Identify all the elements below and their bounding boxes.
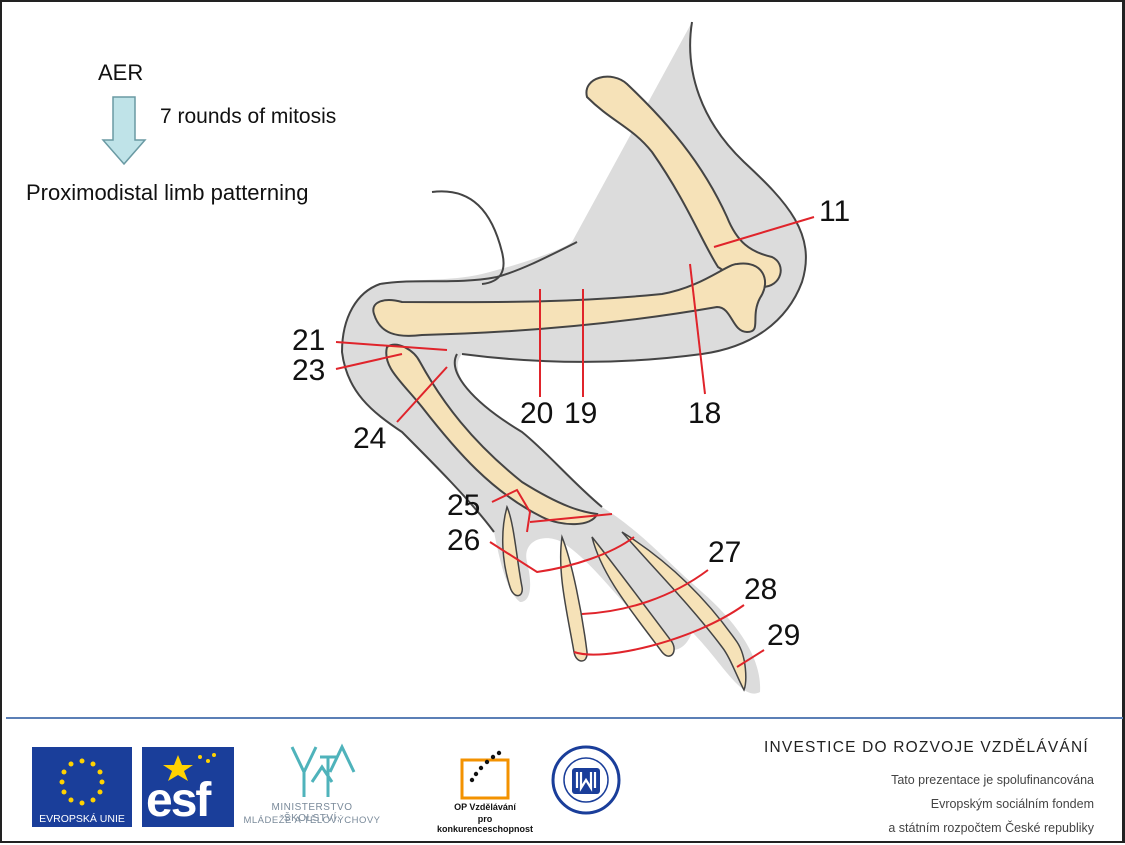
footer-divider (6, 717, 1123, 719)
stage-label-25: 25 (447, 489, 480, 523)
eu-text: EVROPSKÁ UNIE (32, 813, 132, 825)
esf-logo: esf (142, 747, 234, 827)
op-line1: OP Vzdělávání (430, 802, 540, 812)
msmt-line2: MLÁDEŽE A TĚLOVÝCHOVY (242, 815, 382, 826)
patterning-label: Proximodistal limb patterning (26, 180, 308, 206)
stage-label-28: 28 (744, 573, 777, 607)
stage-label-26: 26 (447, 524, 480, 558)
mitosis-label: 7 rounds of mitosis (160, 105, 336, 129)
stage-label-18: 18 (688, 397, 721, 431)
eu-flag-logo: EVROPSKÁ UNIE (32, 747, 132, 827)
footer-line-1: Tato prezentace je spolufinancována (891, 773, 1094, 787)
msmt-logo: MINISTERSTVO ŠKOLSTVÍ, MLÁDEŽE A TĚLOVÝC… (242, 742, 382, 830)
footer-line-2: Evropským sociálním fondem (931, 797, 1094, 811)
stage-label-23: 23 (292, 354, 325, 388)
stage-label-20: 20 (520, 397, 553, 431)
stage-label-19: 19 (564, 397, 597, 431)
stage-label-11: 11 (819, 195, 850, 229)
footer-heading: INVESTICE DO ROZVOJE VZDĚLÁVÁNÍ (764, 739, 1089, 757)
stage-label-27: 27 (708, 536, 741, 570)
stage-label-24: 24 (353, 422, 386, 456)
stage-label-29: 29 (767, 619, 800, 653)
mu-seal-icon (550, 744, 622, 816)
msmt-mark-icon (242, 742, 382, 802)
op-mark-icon (430, 742, 540, 802)
footer-line-3: a státním rozpočtem České republiky (888, 821, 1094, 835)
flow-arrow (103, 97, 145, 164)
esf-text: esf (146, 777, 209, 825)
mu-seal-logo (550, 744, 622, 816)
op-line2: pro konkurenceschopnost (430, 814, 540, 834)
aer-label: AER (98, 60, 143, 86)
op-logo: OP Vzdělávání pro konkurenceschopnost (430, 742, 540, 832)
back-contour (432, 191, 504, 284)
stage-label-21: 21 (292, 324, 325, 358)
